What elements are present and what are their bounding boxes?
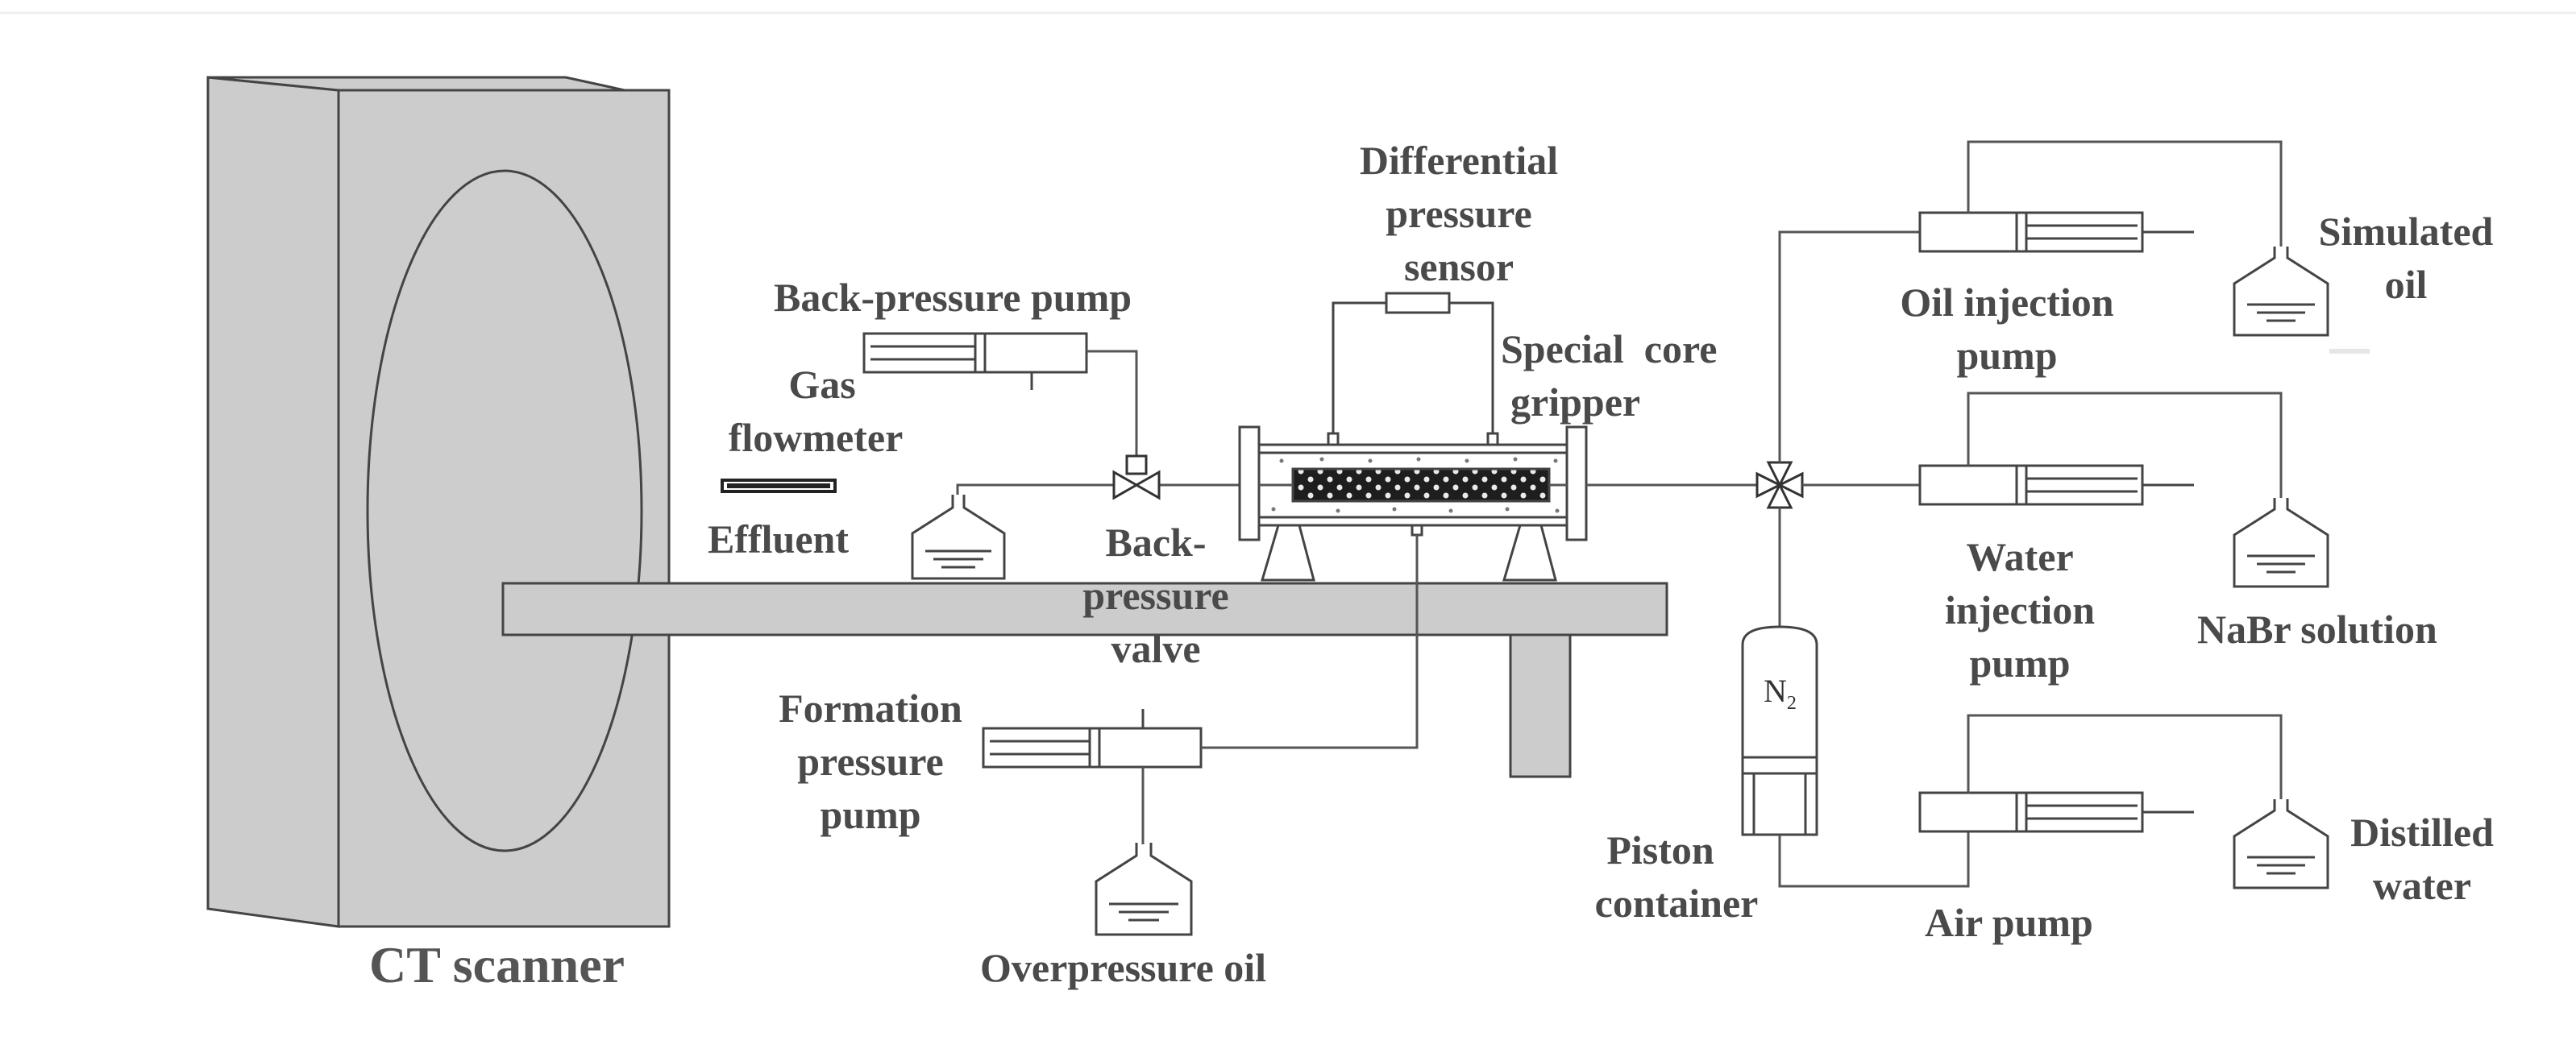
differential-pressure-sensor [1332,292,1494,433]
pc-label-line1: Piston [1606,827,1714,873]
simulated-oil-label: Simulated oil [2289,205,2523,311]
holder-dots [1271,457,1560,513]
piston-container [1741,625,1818,836]
differential-pressure-sensor-label: Differential pressure sensor [1322,134,1596,293]
water-injection-pump-label: Water injection pump [1891,530,2149,690]
distilled-water-label: Distilled water [2321,806,2523,912]
overpressure-oil-bottle [1095,843,1193,936]
special-core-gripper-label: Special core gripper [1501,322,1717,429]
piston-container-label: Piston container [1556,823,1797,930]
fpp-label-line1: Formation [779,686,962,731]
air-pump-label: Air pump [1925,900,2093,945]
back-pressure-pump [862,332,1088,390]
gas-flowmeter-label-line1: Gas [788,362,856,407]
simulated-oil-bottle [2233,247,2329,337]
scanner-table [501,582,1668,778]
effluent-label: Effluent [708,516,849,562]
nabr-solution-bottle [2233,498,2329,588]
scg-label-line1: Special core [1501,326,1718,371]
back-pressure-valve-label: Back- pressure valve [1035,516,1277,675]
overpressure-oil-label: Overpressure oil [980,945,1267,990]
back-pressure-valve-label-line2: pressure [1082,573,1229,618]
wip-label-line1: Water [1966,534,2074,579]
air-pump [1918,791,2194,833]
water-injection-pump [1918,464,2194,506]
n2-label-main: N [1764,673,1787,709]
n2-label: N2 [1764,672,1797,715]
ct-scanner [206,76,671,928]
dps-label-line3: sensor [1403,244,1514,289]
special-core-gripper [1238,425,1588,582]
scg-label-line2: gripper [1510,379,1641,425]
n2-label-sub: 2 [1786,693,1797,714]
dw-label-line2: water [2372,863,2472,908]
pc-label-line2: container [1594,881,1759,926]
back-pressure-valve-label-line3: valve [1111,626,1201,671]
fpp-label-line2: pressure [797,739,944,784]
nabr-solution-label: NaBr solution [2197,607,2437,652]
dps-label-line2: pressure [1386,191,1532,236]
fpp-label-line3: pump [820,792,921,837]
four-way-valve [1755,461,1804,509]
dw-label-line1: Distilled [2350,810,2494,855]
simulated-oil-label-line2: oil [2384,262,2428,307]
wip-label-line2: injection [1944,587,2096,632]
formation-pressure-pump-label: Formation pressure pump [742,682,999,841]
gas-flowmeter-label-line2: flowmeter [728,415,904,460]
ct-scanner-label: CT scanner [369,936,625,993]
dps-label-line1: Differential [1359,138,1559,183]
effluent-bottle [911,495,1006,580]
back-pressure-valve [1112,454,1161,500]
back-pressure-pump-label: Back-pressure pump [774,275,1132,320]
wip-label-line3: pump [1969,641,2071,686]
back-pressure-valve-label-line1: Back- [1105,520,1207,565]
formation-pressure-pump [982,709,1203,769]
distilled-water-bottle [2233,799,2329,889]
gas-flowmeter-label: Gas flowmeter [717,358,927,464]
simulated-oil-label-line1: Simulated [2318,209,2494,254]
oip-label-line1: Oil injection [1900,280,2114,325]
oip-label-line2: pump [1956,333,2058,378]
oil-injection-pump-label: Oil injection pump [1846,276,2168,382]
oil-injection-pump [1918,211,2194,253]
